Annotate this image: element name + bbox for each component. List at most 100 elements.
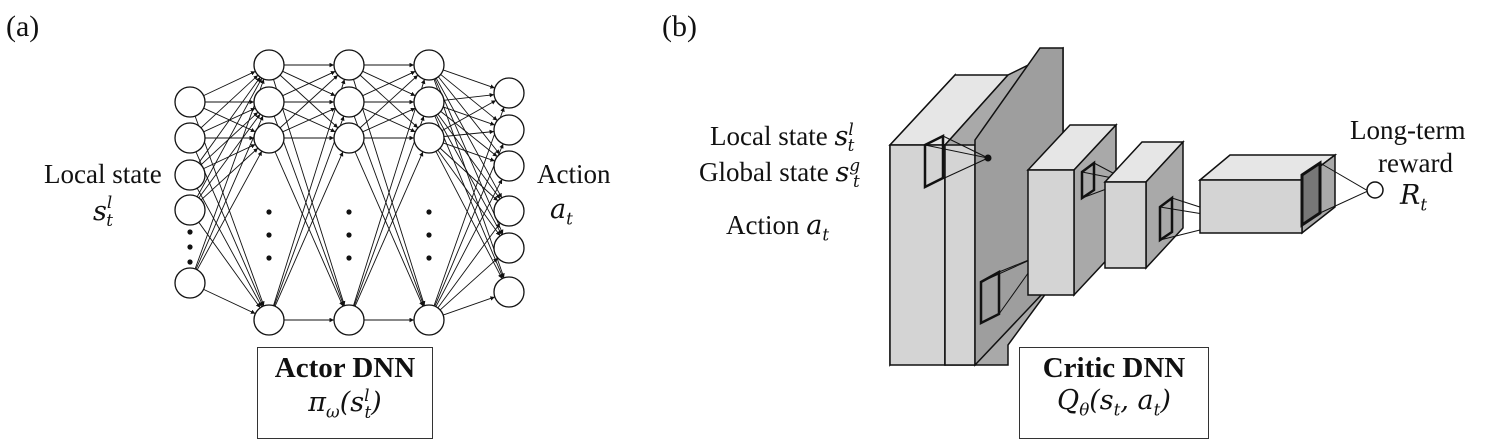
critic-reward-line2: reward	[1378, 148, 1453, 178]
actor-neuron	[253, 86, 285, 118]
actor-neurons	[174, 49, 525, 336]
actor-connection	[279, 74, 339, 129]
actor-connection	[196, 77, 263, 198]
critic-reward-symbol: Rt	[1400, 180, 1428, 215]
actor-neuron	[413, 86, 445, 118]
actor-connection	[198, 113, 261, 199]
ellipsis-dot	[266, 209, 272, 215]
actor-neuron	[253, 304, 285, 336]
actor-connection	[437, 149, 501, 237]
actor-neuron	[174, 122, 206, 154]
actor-connection	[443, 92, 495, 101]
actor-connection	[194, 78, 265, 270]
actor-connection	[434, 115, 504, 279]
actor-neuron	[493, 195, 525, 227]
ellipsis-dot	[346, 255, 352, 261]
ellipsis-dot	[426, 209, 432, 215]
actor-neuron	[333, 122, 365, 154]
critic-network	[888, 46, 1384, 367]
actor-output-label: Action	[537, 159, 611, 189]
critic-reward-line1: Long-term	[1350, 115, 1466, 145]
actor-neuron	[253, 49, 285, 81]
actor-connection	[353, 115, 425, 307]
actor-connection	[282, 107, 336, 133]
actor-connection	[196, 150, 263, 271]
ellipsis-dot	[426, 255, 432, 261]
actor-connection	[273, 115, 345, 307]
actor-connection	[439, 147, 499, 202]
actor-connection	[353, 79, 426, 306]
actor-neuron	[493, 114, 525, 146]
actor-neuron	[333, 86, 365, 118]
actor-connection	[274, 151, 344, 307]
actor-connection	[362, 70, 416, 97]
critic-action-label: Action at	[726, 210, 830, 245]
actor-neuron	[413, 122, 445, 154]
actor-output-symbol: at	[550, 194, 573, 229]
ellipsis-dot	[426, 232, 432, 238]
critic-caption-formula: Qθ(st, at)	[1057, 385, 1171, 420]
actor-connection	[195, 151, 264, 307]
actor-connection	[435, 77, 503, 199]
ellipsis-dot	[187, 244, 193, 250]
critic-output-neuron	[1366, 181, 1384, 199]
actor-caption-title: Actor DNN	[274, 352, 416, 384]
critic-global-state-label: Global state sgt	[699, 155, 861, 192]
actor-connection	[433, 78, 505, 279]
panel-b-label: (b)	[662, 10, 697, 43]
actor-connection	[437, 222, 501, 309]
actor-neuron	[174, 194, 206, 226]
actor-connection	[433, 106, 505, 307]
actor-connection	[437, 113, 501, 200]
ellipsis-dot	[187, 259, 193, 265]
ellipsis-dot	[187, 229, 193, 235]
critic-local-state-label: Local state slt	[710, 119, 855, 156]
actor-neuron	[174, 267, 206, 299]
ellipsis-dot	[346, 232, 352, 238]
actor-connection	[200, 74, 259, 129]
actor-neuron	[253, 122, 285, 154]
actor-connection	[196, 187, 263, 308]
actor-neuron	[174, 86, 206, 118]
actor-connection	[435, 179, 503, 307]
actor-neuron	[493, 150, 525, 182]
actor-connection	[441, 99, 497, 132]
actor-neuron	[333, 304, 365, 336]
actor-connection	[439, 257, 499, 311]
actor-caption-formula: πω(slt)	[308, 385, 382, 422]
actor-connection	[203, 288, 256, 315]
actor-connection	[203, 70, 256, 97]
actor-neuron	[493, 232, 525, 264]
actor-input-symbol: slt	[93, 192, 113, 231]
actor-connection	[434, 143, 504, 307]
actor-connection	[198, 221, 261, 309]
actor-connection	[443, 69, 495, 89]
actor-connection	[362, 107, 416, 133]
ellipsis-dot	[346, 209, 352, 215]
actor-connection	[195, 115, 264, 270]
actor-connection	[273, 79, 346, 306]
ellipsis-dot	[266, 255, 272, 261]
actor-input-label: Local state	[44, 159, 162, 189]
actor-connection	[359, 74, 419, 129]
actor-neuron	[174, 159, 206, 191]
ellipsis-dot	[266, 232, 272, 238]
panel-a-label: (a)	[6, 10, 40, 43]
actor-connection	[354, 151, 424, 307]
actor-neuron	[413, 304, 445, 336]
actor-ellipsis-dots	[187, 209, 432, 265]
actor-connection	[443, 129, 495, 137]
actor-neuron	[493, 77, 525, 109]
actor-connection	[282, 70, 336, 97]
critic-caption-title: Critic DNN	[1042, 352, 1186, 384]
actor-caption-box: Actor DNN πω(slt)	[257, 347, 433, 439]
actor-neuron	[493, 276, 525, 308]
actor-connection	[435, 151, 503, 279]
actor-neuron	[333, 49, 365, 81]
actor-connection	[198, 76, 261, 164]
actor-neuron	[413, 49, 445, 81]
critic-caption-box: Critic DNN Qθ(st, at)	[1019, 347, 1209, 439]
actor-connection	[443, 296, 495, 316]
actor-connections	[194, 62, 505, 323]
